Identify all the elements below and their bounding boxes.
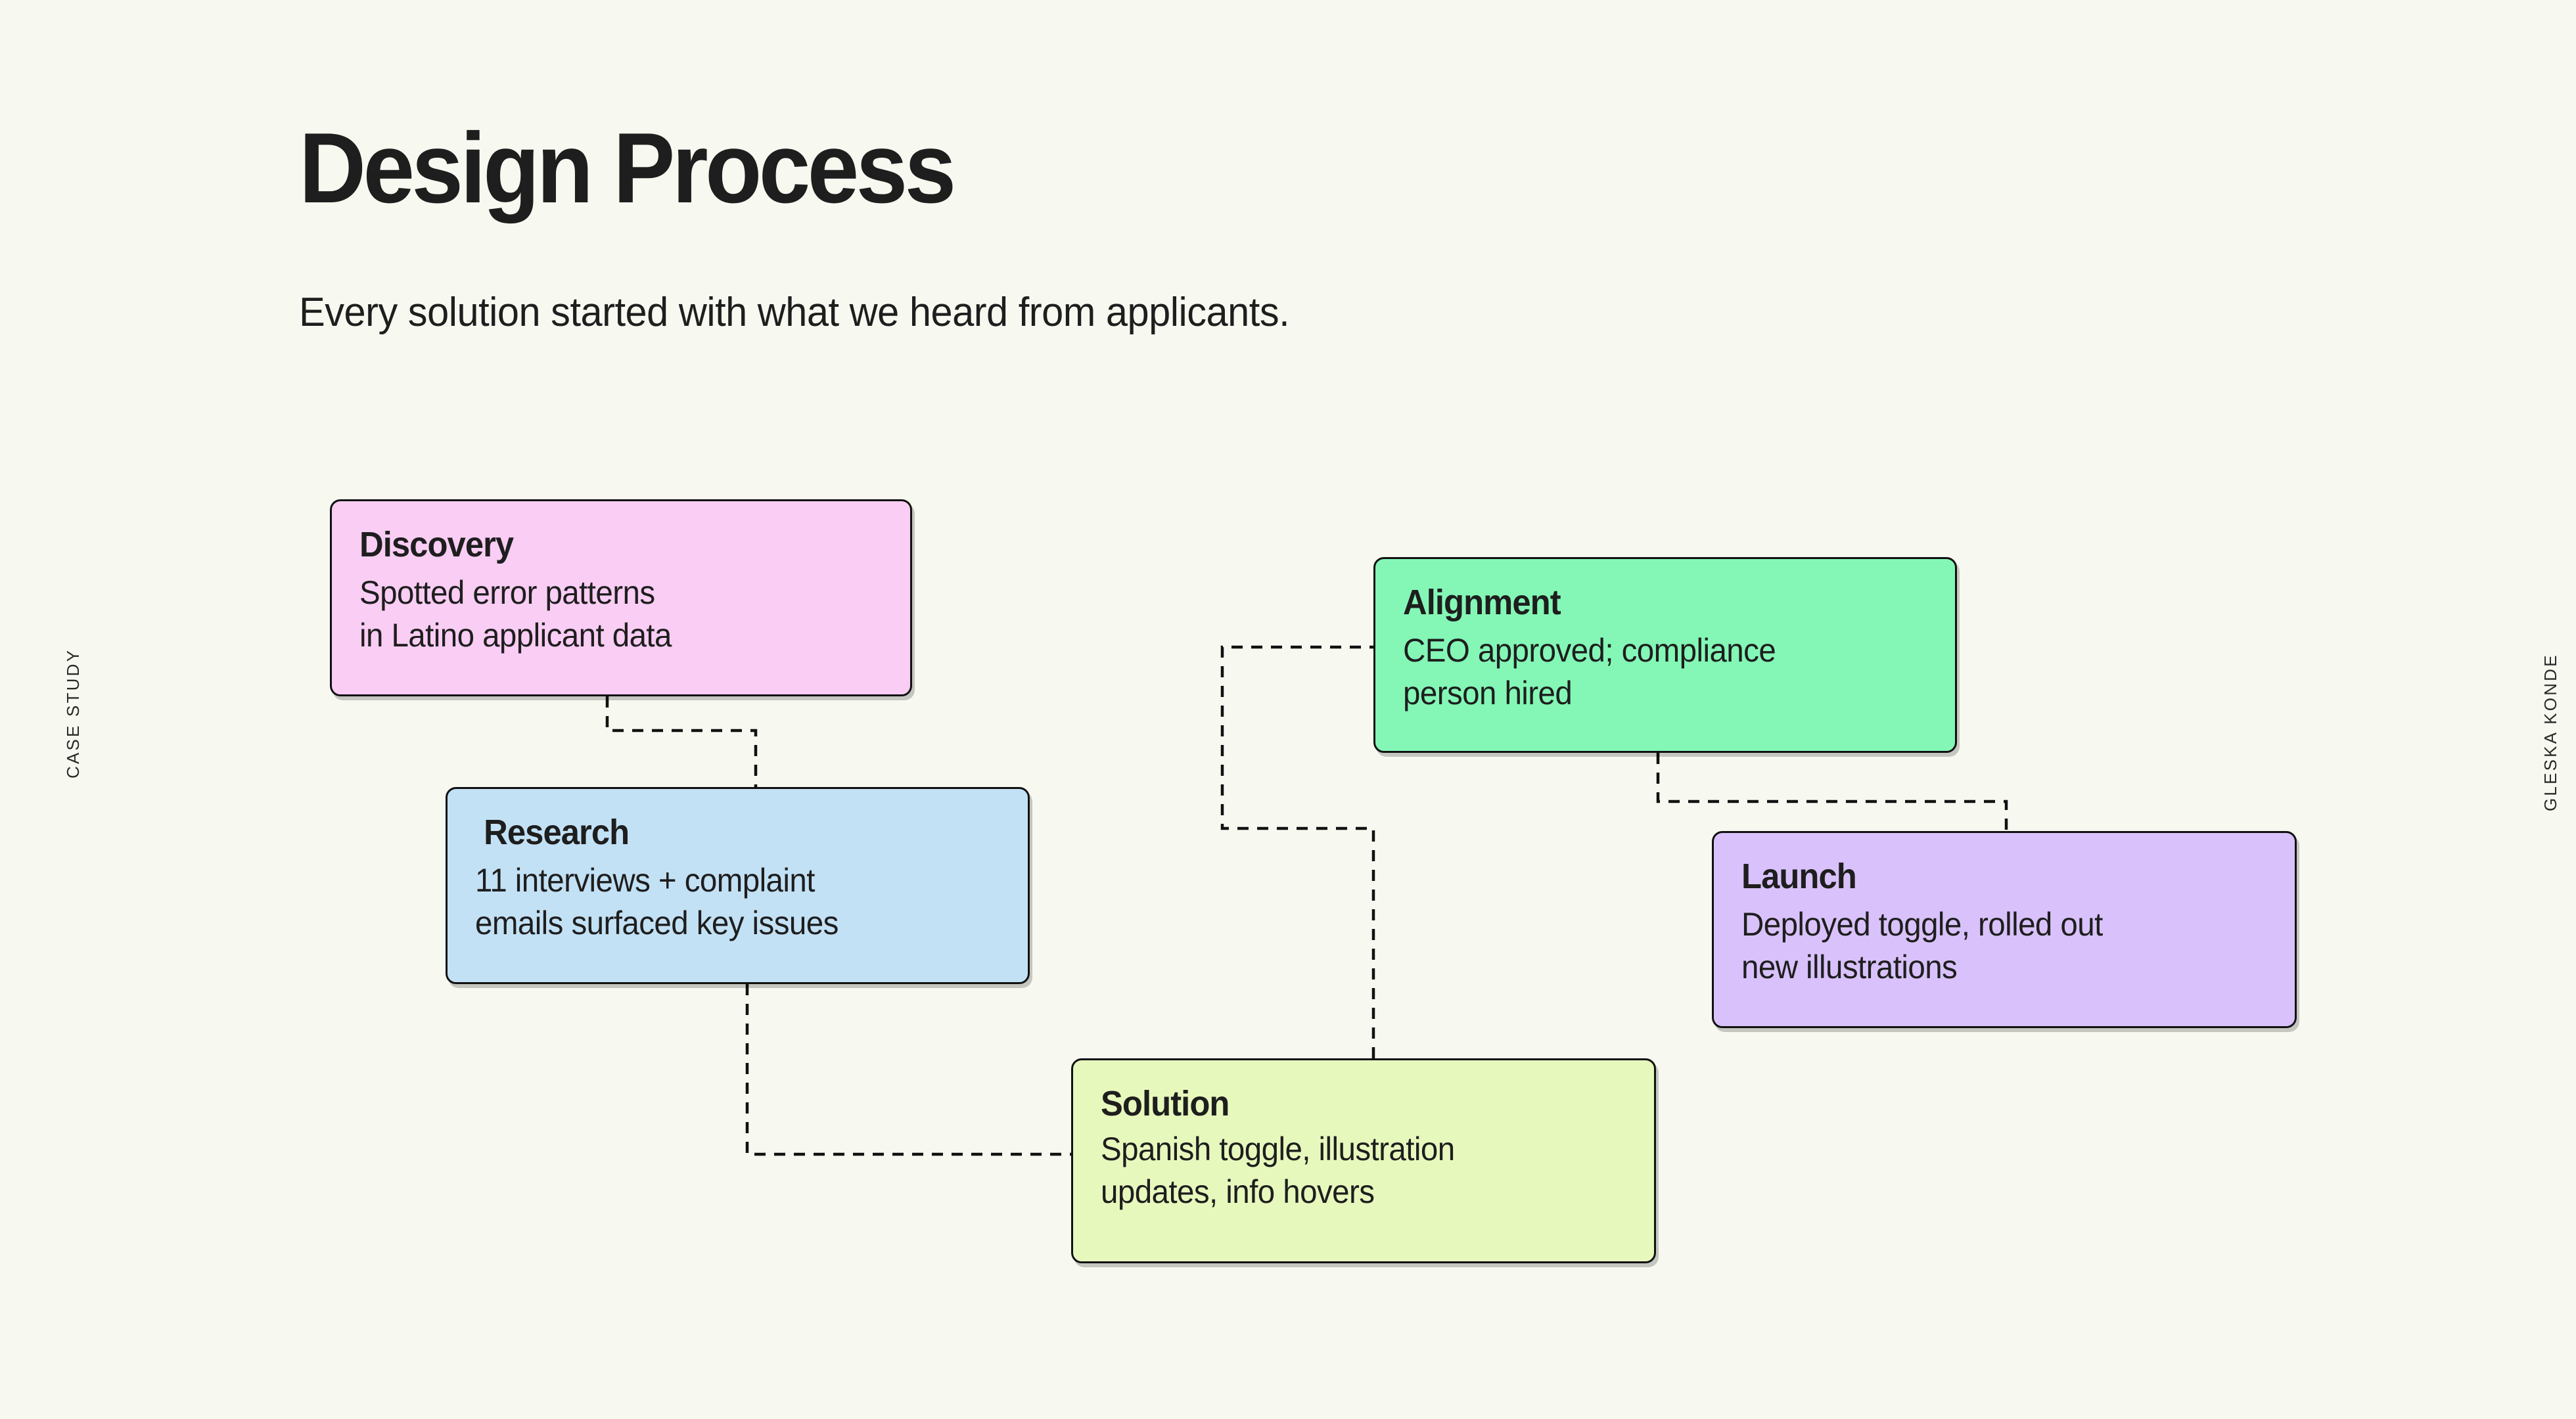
stage-card-launch[interactable]: Launch Deployed toggle, rolled out new i… — [1712, 831, 2297, 1028]
stage-title-alignment: Alignment — [1403, 583, 1561, 622]
stage-card-alignment[interactable]: Alignment CEO approved; compliance perso… — [1373, 557, 1957, 753]
stage-card-research[interactable]: Research 11 interviews + complaint email… — [446, 787, 1030, 984]
stage-card-solution[interactable]: Solution Spanish toggle, illustration up… — [1071, 1058, 1656, 1263]
stage-title-solution: Solution — [1101, 1084, 1230, 1123]
side-label-author: GLESKA KONDE — [2541, 653, 2560, 811]
connector-discovery-to-research — [605, 696, 758, 787]
stage-desc-line-2: person hired — [1403, 674, 1573, 711]
stage-desc-line-2: updates, info hovers — [1101, 1173, 1375, 1210]
stage-card-discovery[interactable]: Discovery Spotted error patterns in Lati… — [330, 499, 912, 696]
stage-title-launch: Launch — [1741, 857, 1857, 896]
stage-desc-line-1: Spanish toggle, illustration — [1101, 1130, 1455, 1167]
stage-title-research: Research — [484, 813, 630, 852]
stage-desc-line-2: in Latino applicant data — [359, 616, 672, 654]
connector-solution-to-alignment — [1220, 645, 1375, 1058]
stage-desc-line-1: Deployed toggle, rolled out — [1741, 905, 2103, 943]
page-subtitle: Every solution started with what we hear… — [299, 290, 1290, 335]
stage-desc-line-1: 11 interviews + complaint — [475, 861, 815, 899]
stage-desc-line-2: emails surfaced key issues — [475, 904, 839, 941]
connector-alignment-to-launch — [1656, 753, 2008, 831]
page-title: Design Process — [299, 112, 956, 224]
stage-desc-line-1: CEO approved; compliance — [1403, 631, 1776, 669]
stage-desc-line-2: new illustrations — [1741, 948, 1958, 985]
connector-research-to-solution — [745, 984, 1071, 1156]
stage-desc-line-1: Spotted error patterns — [359, 574, 655, 611]
stage-title-discovery: Discovery — [359, 525, 514, 564]
header: Design Process Every solution started wi… — [299, 118, 2139, 335]
side-label-case-study: CASE STUDY — [63, 648, 83, 778]
